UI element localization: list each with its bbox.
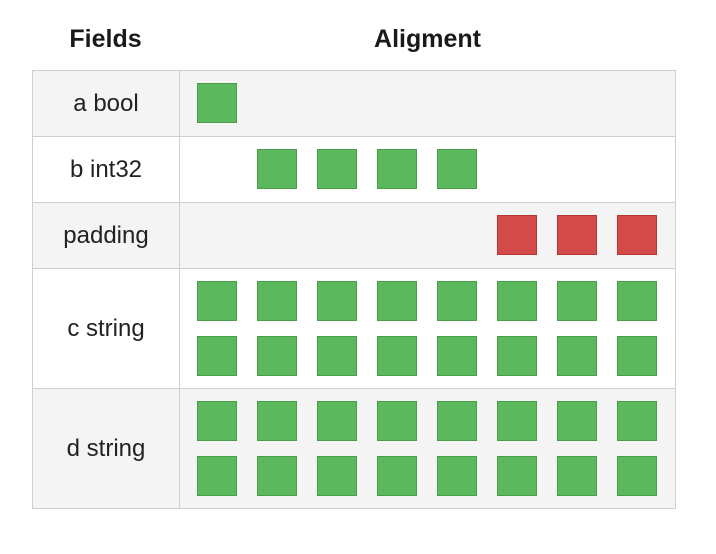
byte-grid — [197, 83, 657, 123]
empty-byte — [377, 215, 417, 255]
empty-byte — [317, 83, 357, 123]
data-byte — [317, 281, 357, 321]
empty-byte — [497, 83, 537, 123]
padding-byte — [497, 215, 537, 255]
empty-byte — [497, 149, 537, 189]
data-byte — [257, 281, 297, 321]
byte-grid — [197, 401, 657, 496]
data-byte — [257, 336, 297, 376]
field-label: b int32 — [33, 137, 180, 202]
empty-byte — [437, 83, 477, 123]
data-byte — [317, 336, 357, 376]
field-label: a bool — [33, 71, 180, 136]
data-byte — [437, 281, 477, 321]
byte-grid — [197, 281, 657, 376]
data-byte — [617, 456, 657, 496]
data-byte — [617, 281, 657, 321]
data-byte — [197, 456, 237, 496]
alignment-cell — [180, 269, 676, 388]
data-byte — [257, 401, 297, 441]
empty-byte — [617, 149, 657, 189]
empty-byte — [557, 83, 597, 123]
empty-byte — [437, 215, 477, 255]
data-byte — [317, 456, 357, 496]
data-byte — [437, 456, 477, 496]
data-byte — [197, 336, 237, 376]
data-byte — [197, 401, 237, 441]
padding-byte — [557, 215, 597, 255]
alignment-header: Aligment — [374, 25, 481, 53]
data-byte — [437, 401, 477, 441]
field-label: d string — [33, 389, 180, 508]
fields-header: Fields — [69, 25, 142, 53]
data-byte — [377, 456, 417, 496]
table-row: a bool — [33, 71, 676, 137]
alignment-cell — [180, 203, 676, 268]
data-byte — [557, 456, 597, 496]
data-byte — [197, 281, 237, 321]
field-label: padding — [33, 203, 180, 268]
byte-grid — [197, 149, 657, 189]
data-byte — [377, 149, 417, 189]
empty-byte — [197, 215, 237, 255]
data-byte — [497, 401, 537, 441]
empty-byte — [257, 83, 297, 123]
data-byte — [617, 336, 657, 376]
data-byte — [617, 401, 657, 441]
table-row: padding — [33, 203, 676, 269]
empty-byte — [197, 149, 237, 189]
empty-byte — [257, 215, 297, 255]
table-row: b int32 — [33, 137, 676, 203]
field-label: c string — [33, 269, 180, 388]
table-row: c string — [33, 269, 676, 389]
data-byte — [377, 336, 417, 376]
data-byte — [257, 149, 297, 189]
empty-byte — [557, 149, 597, 189]
data-byte — [497, 281, 537, 321]
data-byte — [197, 83, 237, 123]
data-byte — [377, 401, 417, 441]
data-byte — [557, 401, 597, 441]
data-byte — [497, 456, 537, 496]
alignment-cell — [180, 71, 676, 136]
alignment-cell — [180, 389, 676, 508]
data-byte — [557, 336, 597, 376]
data-byte — [437, 149, 477, 189]
empty-byte — [377, 83, 417, 123]
byte-grid — [197, 215, 657, 255]
data-byte — [497, 336, 537, 376]
data-byte — [377, 281, 417, 321]
empty-byte — [317, 215, 357, 255]
data-byte — [317, 149, 357, 189]
alignment-cell — [180, 137, 676, 202]
data-byte — [557, 281, 597, 321]
data-byte — [317, 401, 357, 441]
table-row: d string — [33, 389, 676, 509]
data-byte — [257, 456, 297, 496]
empty-byte — [617, 83, 657, 123]
data-byte — [437, 336, 477, 376]
padding-byte — [617, 215, 657, 255]
